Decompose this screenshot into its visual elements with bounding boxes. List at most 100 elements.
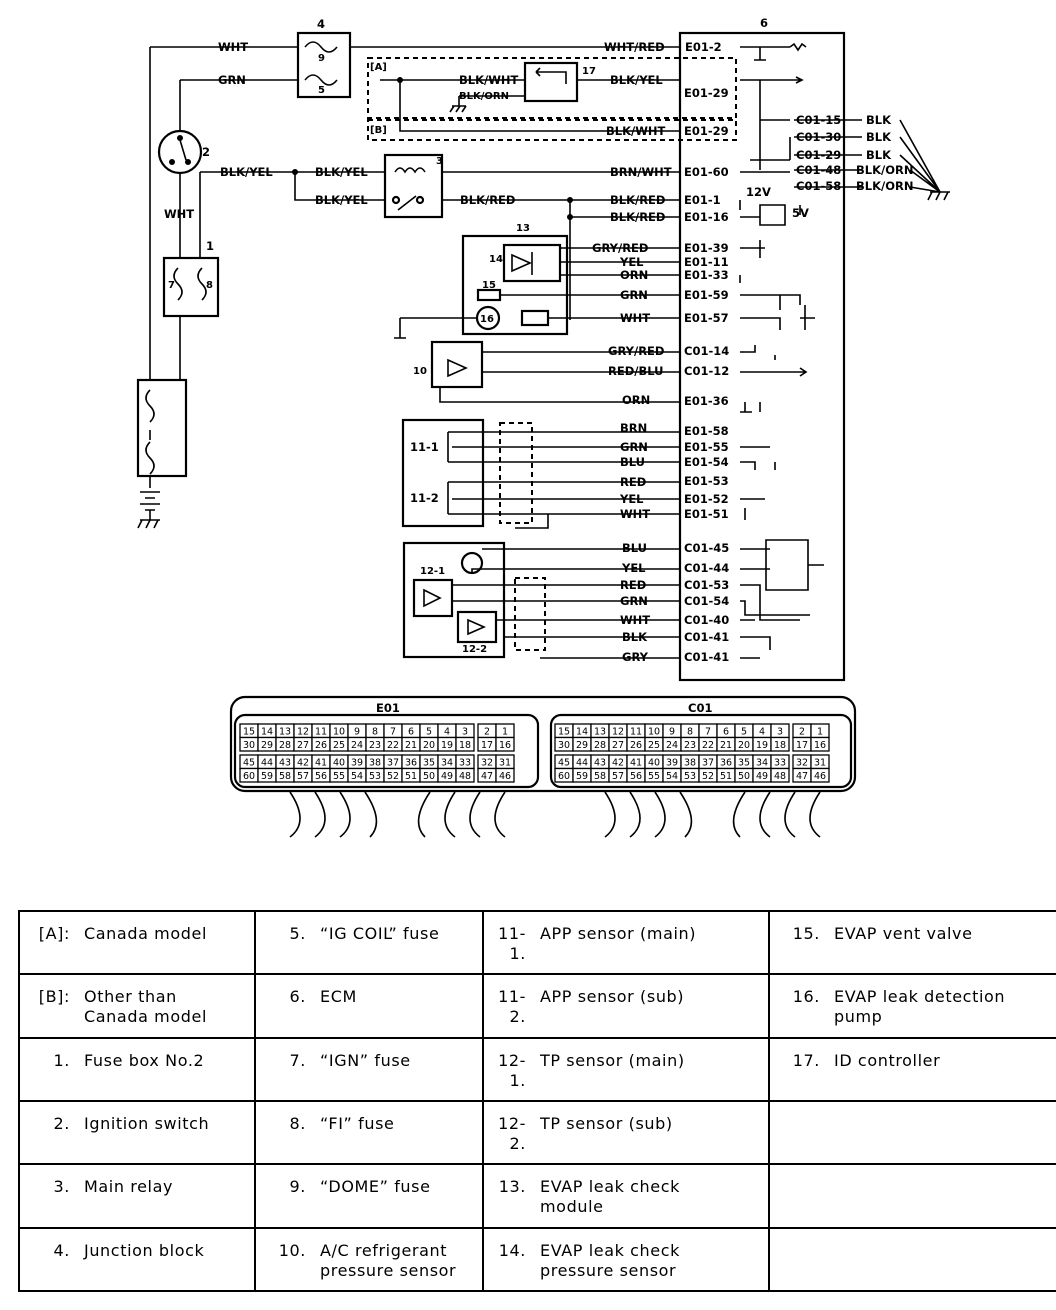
connector-pin-number: 51 [405, 771, 417, 782]
connector-pin-cell [495, 767, 515, 783]
legend-number: 16. [792, 987, 820, 1007]
wire-label-blk-yel-1: BLK/YEL [315, 165, 368, 179]
label-5: 5 [318, 85, 325, 96]
connector-pin-number: 28 [594, 740, 606, 751]
connector-pin-number: 42 [612, 758, 624, 769]
connector-pin-number: 53 [684, 771, 696, 782]
label-14: 14 [489, 254, 503, 265]
connector-pin-number: 47 [481, 771, 493, 782]
connector-pin-number: 40 [648, 758, 660, 769]
legend-number: 12- 2. [498, 1113, 526, 1153]
connector-pin-number: 41 [315, 758, 327, 769]
legend-description: “FI” fuse [320, 1113, 395, 1133]
connector-pin-number: 56 [315, 771, 327, 782]
legend-cell: 11- 1.APP sensor (main) [482, 909, 770, 976]
connector-pin-number: 8 [687, 727, 693, 738]
label-2: 2 [202, 145, 210, 159]
wire-label-red-1: RED [620, 475, 646, 489]
legend-description: APP sensor (sub) [540, 987, 685, 1007]
evap-vent-valve [476, 288, 502, 302]
wire-label-wht-3: WHT [620, 613, 650, 627]
connector-pin-number: 30 [558, 740, 570, 751]
label-13: 13 [516, 223, 530, 234]
connector-pin-number: 46 [499, 771, 511, 782]
connector-pin-number: 42 [297, 758, 309, 769]
legend-description: EVAP leak check pressure sensor [540, 1240, 680, 1280]
connector-pin-number: 59 [576, 771, 588, 782]
legend-number: 6. [289, 987, 306, 1007]
wire-label-grn-2: GRN [620, 440, 648, 454]
connector-pin-number: 58 [279, 771, 291, 782]
legend-description: EVAP leak check module [540, 1177, 680, 1217]
connector-pin-number: 27 [297, 740, 309, 751]
connector-pin-number: 46 [814, 771, 826, 782]
connector-pin-number: 33 [459, 758, 471, 769]
main-fuse-block [136, 378, 188, 478]
connector-pin-number: 36 [405, 758, 417, 769]
connector-pin-number: 60 [558, 771, 570, 782]
connector-pin-number: 1 [502, 727, 508, 738]
legend-description: Fuse box No.2 [84, 1050, 205, 1070]
label-11-1: 11-1 [410, 440, 439, 454]
fuse-8-symbol [197, 267, 207, 301]
wire-label-blk-red-1: BLK/RED [610, 193, 665, 207]
wire-label-blk-yel-id: BLK/YEL [610, 73, 663, 87]
legend-cell: 11- 2.APP sensor (sub) [482, 973, 770, 1039]
connector-pin-number: 29 [576, 740, 588, 751]
wire-label-red-blu: RED/BLU [608, 364, 663, 378]
connector-e01-outline [233, 713, 540, 789]
label-17: 17 [582, 66, 596, 77]
legend-description: Canada model [84, 924, 207, 943]
term-e01-36: E01-36 [684, 394, 729, 408]
legend-cell [768, 1226, 1056, 1293]
connector-pin-number: 49 [441, 771, 453, 782]
main-relay [383, 153, 444, 219]
label-15: 15 [482, 280, 496, 291]
label-12v: 12V [746, 185, 771, 199]
wire-label-blk-red: BLK/RED [460, 193, 515, 207]
legend-number: 8. [289, 1113, 306, 1133]
legend-description: ID controller [834, 1050, 941, 1070]
connector-pin-number: 54 [351, 771, 363, 782]
legend-cell: 12- 2.TP sensor (sub) [482, 1099, 770, 1166]
term-c01-41-b: C01-41 [684, 650, 729, 664]
legend-cell: 12- 1. TP sensor (main) [482, 1036, 770, 1102]
legend-number: 1. [53, 1050, 70, 1070]
legend-cell: 7.“IGN” fuse [254, 1036, 484, 1102]
legend-cell: 10.A/C refrigerant pressure sensor [254, 1226, 484, 1293]
term-e01-58: E01-58 [684, 424, 729, 438]
connector-pin-number: 2 [799, 727, 805, 738]
wire-label-yel-1: YEL [619, 255, 644, 269]
term-e01-54: E01-54 [684, 455, 729, 469]
connector-pin-number: 30 [243, 740, 255, 751]
legend-number: 12- 1. [498, 1050, 526, 1090]
connector-pin-number: 37 [702, 758, 714, 769]
connector-pin-number: 45 [558, 758, 570, 769]
connector-pin-number: 22 [387, 740, 399, 751]
label-a: [A] [370, 62, 387, 73]
term-e01-33: E01-33 [684, 268, 729, 282]
label-3: 3 [436, 156, 443, 167]
legend-description: TP sensor (main) [540, 1050, 685, 1070]
junction-block [296, 31, 352, 99]
legend-number: 7. [289, 1050, 306, 1070]
connector-pin-number: 57 [612, 771, 624, 782]
connector-pin-number: 40 [333, 758, 345, 769]
connector-pin-cell [455, 736, 475, 752]
label-11-2: 11-2 [410, 491, 439, 505]
connector-pin-number: 39 [351, 758, 363, 769]
label-7: 7 [168, 280, 175, 291]
connector-pin-number: 44 [261, 758, 273, 769]
legend-number: 17. [792, 1050, 820, 1070]
connector-pin-number: 49 [756, 771, 768, 782]
connector-pin-number: 44 [576, 758, 588, 769]
wire-label-gry-red-1: GRY/RED [592, 241, 648, 255]
legend-description: “DOME” fuse [320, 1177, 431, 1197]
wire-label-brn: BRN [620, 421, 647, 435]
term-e01-53: E01-53 [684, 474, 729, 488]
legend-number: 2. [53, 1113, 70, 1133]
